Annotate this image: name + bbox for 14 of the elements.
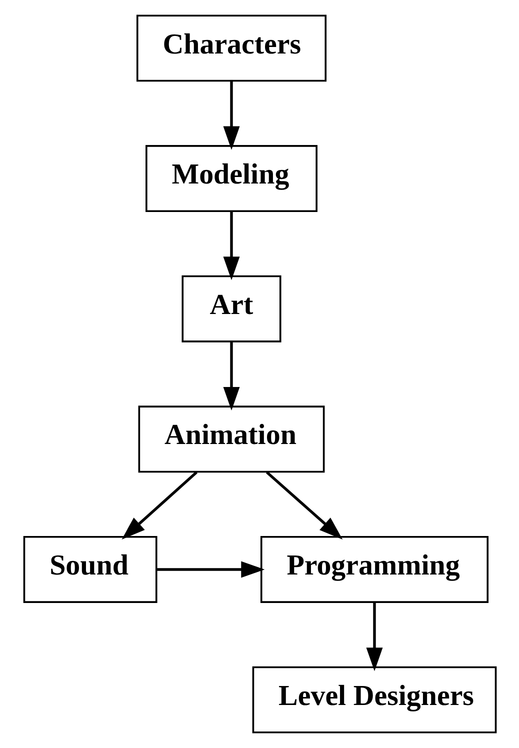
arrow: [222, 212, 240, 280]
node-box: Programming: [260, 536, 488, 603]
node-box: Level Designers: [252, 666, 496, 734]
arrow: [366, 602, 382, 672]
node-box: Characters: [136, 14, 326, 82]
arrow: [222, 342, 240, 410]
node-box: Sound: [22, 536, 157, 603]
arrow: [121, 471, 197, 540]
arrow: [156, 561, 264, 578]
arrow: [222, 81, 240, 150]
node-box: Modeling: [145, 145, 317, 212]
node-box: Art: [181, 275, 281, 342]
node-box: Animation: [138, 406, 324, 473]
arrow: [265, 471, 342, 540]
